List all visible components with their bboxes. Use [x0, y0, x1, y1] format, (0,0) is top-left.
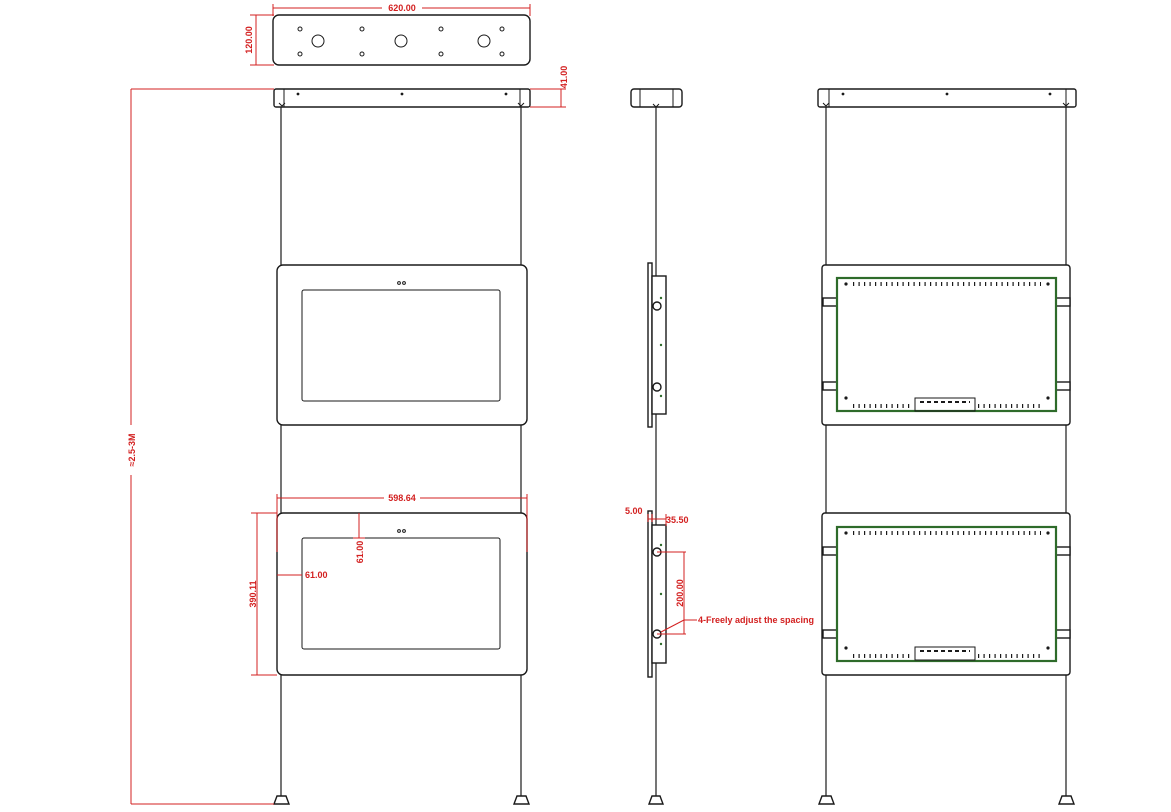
side-ceiling-bar — [630, 88, 683, 108]
dim-bezel-side: 61.00 — [277, 570, 328, 580]
rear-view — [817, 88, 1077, 805]
dim-screen-height: 390.11 — [248, 512, 277, 676]
bar-height-label: 41.00 — [559, 66, 569, 89]
top-height-label: 120.00 — [244, 26, 254, 54]
screen-width-label: 598.64 — [388, 493, 416, 503]
dim-spacing: 200.00 4-Freely adjust the spacing — [657, 551, 814, 635]
spacing-note-label: 4-Freely adjust the spacing — [698, 615, 814, 625]
top-width-label: 620.00 — [388, 3, 416, 13]
side-offset-label: 5.00 — [625, 506, 643, 516]
front-view — [272, 88, 531, 805]
rear-upper-panel — [821, 264, 1071, 426]
dim-bar-height: 41.00 — [530, 66, 569, 108]
top-view-mounting-plate — [272, 14, 531, 66]
screen-height-label: 390.11 — [248, 580, 258, 607]
side-lower-bracket — [651, 524, 667, 664]
dim-total-height: ≈2.5-3M — [126, 88, 274, 805]
dim-top-width: 620.00 — [272, 2, 531, 16]
dim-screen-width: 598.64 — [276, 492, 528, 552]
dim-side-offsets: 5.00 35.50 — [625, 506, 689, 526]
rear-lower-frame — [835, 525, 1058, 663]
front-upper-screen — [276, 264, 528, 426]
front-ceiling-bar — [273, 88, 531, 108]
dim-bezel-top: 61.00 — [353, 513, 365, 563]
dim-top-height: 120.00 — [244, 14, 274, 66]
front-lower-screen — [276, 512, 528, 676]
spacing-label: 200.00 — [675, 579, 685, 607]
side-depth-label: 35.50 — [666, 515, 689, 525]
side-view — [630, 88, 683, 805]
bezel-side-label: 61.00 — [305, 570, 328, 580]
total-height-label: ≈2.5-3M — [127, 434, 137, 467]
rear-lower-panel — [821, 512, 1071, 676]
side-upper-bracket — [651, 275, 667, 415]
rear-ceiling-bar — [817, 88, 1077, 108]
bezel-top-label: 61.00 — [355, 541, 365, 564]
